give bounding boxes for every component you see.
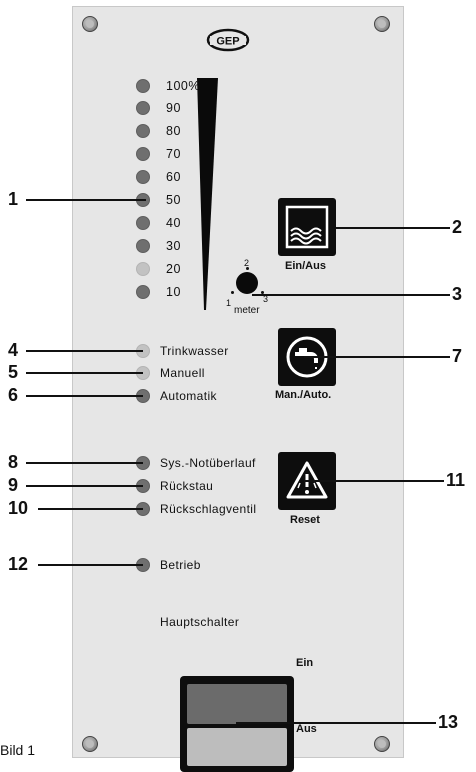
callout-1: 1 [8,189,19,209]
power-button-label: Ein/Aus [285,260,326,272]
knob-position-1: 1 [226,298,232,308]
manuell-label: Manuell [160,366,205,380]
sys-notueberlauf-label: Sys.-Notüberlauf [160,456,256,470]
reset-button-label: Reset [290,514,320,526]
distance-selector-knob[interactable] [236,272,258,294]
gep-logo: GEP [206,28,250,52]
level-label-20: 20 [166,262,181,276]
callout-6: 6 [8,385,19,405]
level-label-90: 90 [166,101,181,115]
level-label-70: 70 [166,147,181,161]
power-button[interactable] [278,198,336,256]
level-label-40: 40 [166,216,181,230]
level-led-10 [136,285,150,299]
level-led-70 [136,147,150,161]
logo-text: GEP [216,36,239,48]
knob-position-2: 2 [244,258,250,268]
screw-top-left-icon [82,16,98,32]
level-led-30 [136,239,150,253]
callout-7: 7 [452,346,463,366]
level-label-80: 80 [166,124,181,138]
callout-10: 10 [8,498,29,518]
rueckschlagventil-label: Rückschlagventil [160,502,257,516]
callout-4: 4 [8,340,19,360]
level-label-60: 60 [166,170,181,184]
knob-unit-label: meter [234,305,260,316]
main-switch-on-half[interactable] [187,684,287,724]
level-label-50: 50 [166,193,181,207]
figure-caption: Bild 1 [0,742,36,758]
main-switch-on-label: Ein [296,657,314,669]
automatik-label: Automatik [160,389,217,403]
knob-tick-2 [246,267,249,270]
rueckstau-label: Rückstau [160,479,214,493]
level-label-10: 10 [166,285,181,299]
level-led-60 [136,170,150,184]
callout-11: 11 [446,470,466,490]
callout-9: 9 [8,475,19,495]
screw-bottom-right-icon [374,736,390,752]
callout-12: 12 [8,554,29,574]
screw-bottom-left-icon [82,736,98,752]
callout-3: 3 [452,284,463,304]
callout-8: 8 [8,452,19,472]
callout-13: 13 [438,712,459,732]
knob-tick-3 [261,291,264,294]
level-label-30: 30 [166,239,181,253]
betrieb-label: Betrieb [160,558,201,572]
level-led-80 [136,124,150,138]
level-led-20 [136,262,150,276]
main-switch-title: Hauptschalter [160,615,240,629]
mode-button-label: Man./Auto. [275,389,332,401]
level-led-100 [136,79,150,93]
level-led-40 [136,216,150,230]
trinkwasser-label: Trinkwasser [160,344,229,358]
control-panel [72,6,404,758]
callout-2: 2 [452,217,463,237]
level-label-100: 100% [166,79,200,93]
knob-tick-1 [231,291,234,294]
knob-position-3: 3 [263,294,269,304]
main-switch-off-label: Aus [296,723,317,735]
level-led-90 [136,101,150,115]
water-wave-icon [285,205,329,249]
screw-top-right-icon [374,16,390,32]
level-wedge-icon [197,78,218,310]
callout-5: 5 [8,362,19,382]
